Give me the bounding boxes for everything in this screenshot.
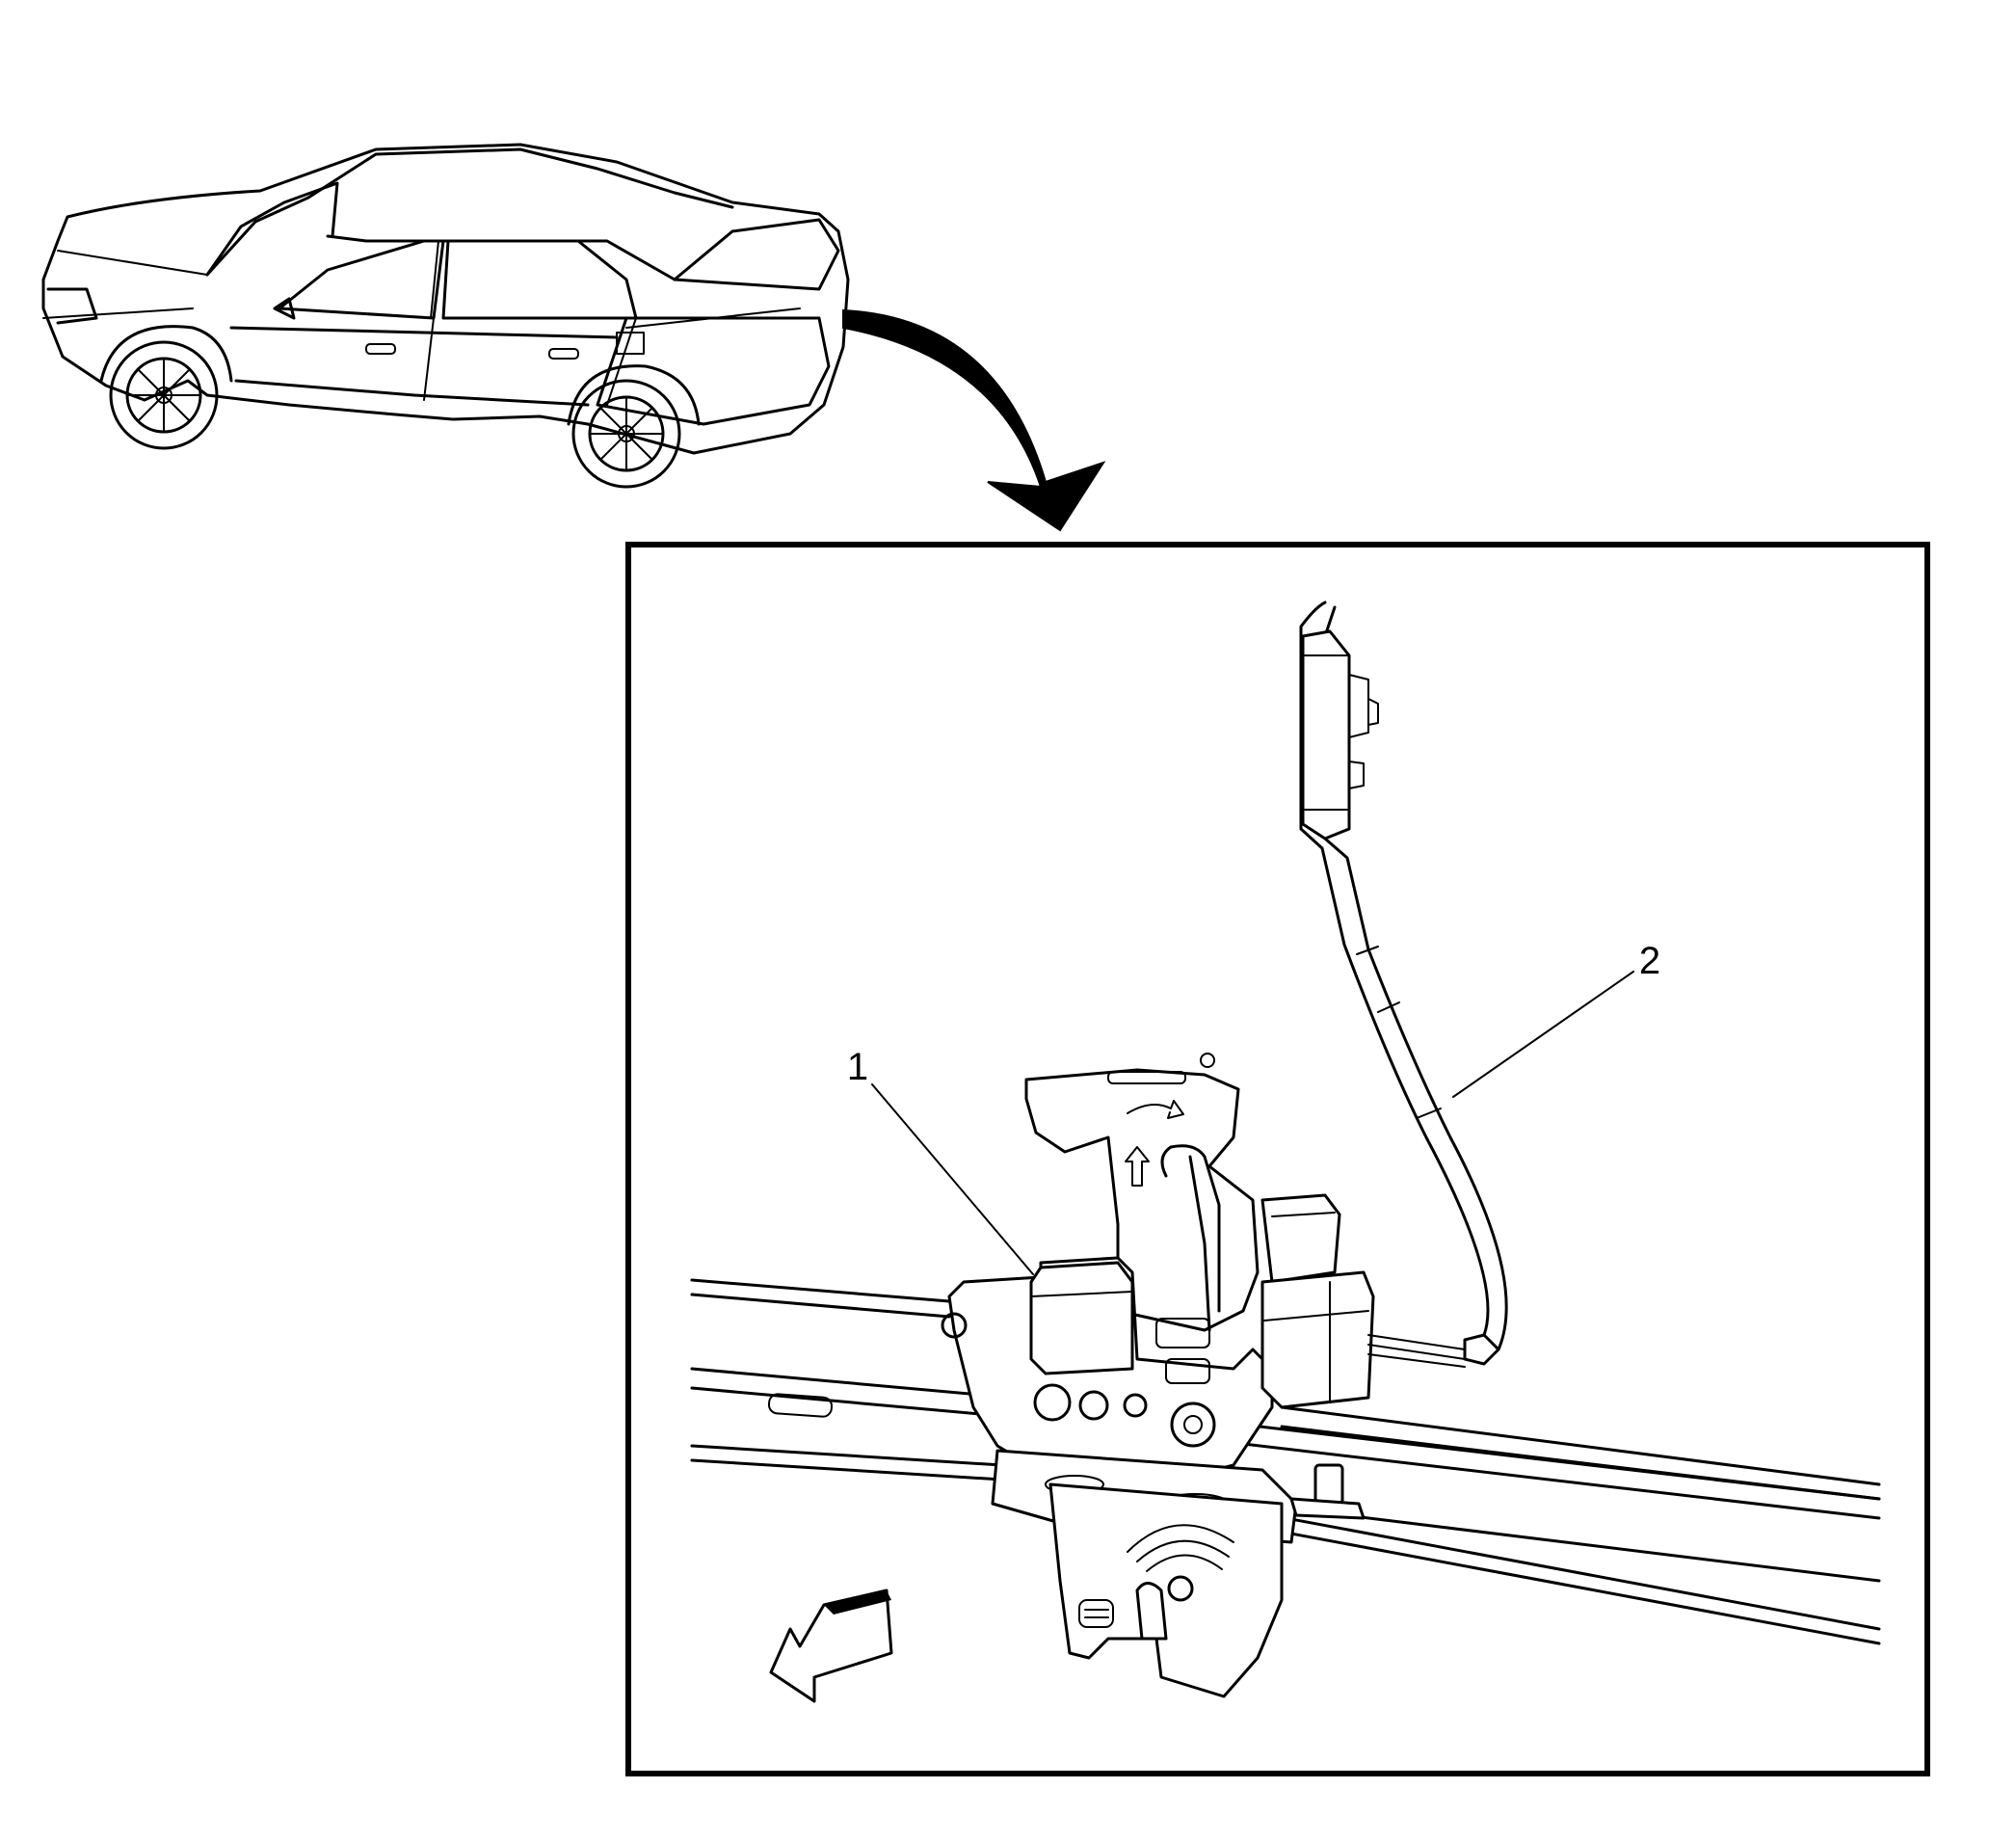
callout-2-leader [1452,971,1634,1098]
callout-2-label: 2 [1639,940,1660,982]
curved-arrow-icon [842,308,1106,532]
detail-frame [625,542,1930,1776]
forward-direction-arrow-icon [769,1588,893,1703]
callout-1-leader [871,1083,1034,1275]
sedan-vehicle-icon [41,143,850,489]
release-cable [1299,601,1508,1366]
detail-view [690,601,1881,1703]
trunk-latch [941,1053,1466,1698]
callout-1-label: 1 [847,1046,868,1088]
